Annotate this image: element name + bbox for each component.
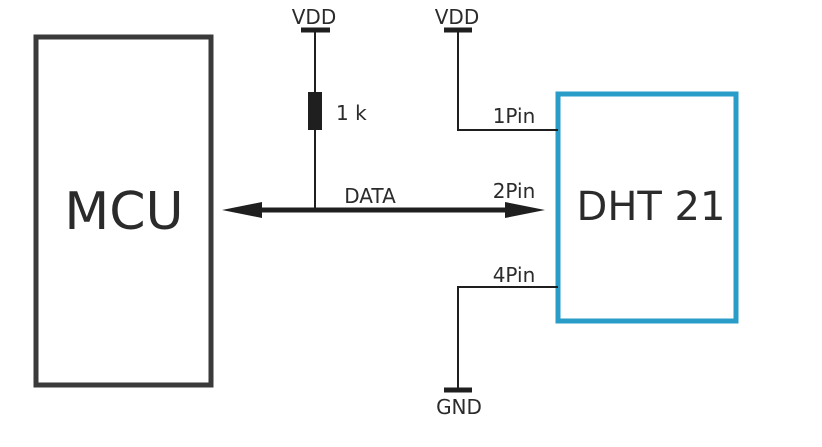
vdd-label-right: VDD <box>435 5 479 29</box>
data-label: DATA <box>344 184 396 208</box>
mcu-box <box>33 34 214 388</box>
pin2-label: 2Pin <box>493 179 536 203</box>
data-bus: DATA 2Pin <box>222 179 545 218</box>
gnd-label: GND <box>436 395 482 419</box>
resistor-symbol <box>308 92 322 130</box>
pull-up-branch: VDD 1 k <box>292 5 367 210</box>
sensor-label: DHT 21 <box>577 184 726 230</box>
vdd-branch-right: VDD 1Pin <box>435 5 558 131</box>
arrow-right-icon <box>505 202 545 218</box>
arrow-left-icon <box>222 202 262 218</box>
mcu-label: MCU <box>64 182 183 242</box>
sensor-block: DHT 21 <box>555 91 739 324</box>
sensor-box <box>555 91 739 324</box>
resistor-label: 1 k <box>336 101 367 125</box>
pin1-wire <box>457 30 558 131</box>
vdd-label-left: VDD <box>292 5 336 29</box>
mcu-block: MCU <box>33 34 214 388</box>
pin4-wire <box>457 286 558 390</box>
ground-branch: 4Pin GND <box>436 263 558 419</box>
pin4-label: 4Pin <box>493 263 536 287</box>
pin1-label: 1Pin <box>493 104 536 128</box>
